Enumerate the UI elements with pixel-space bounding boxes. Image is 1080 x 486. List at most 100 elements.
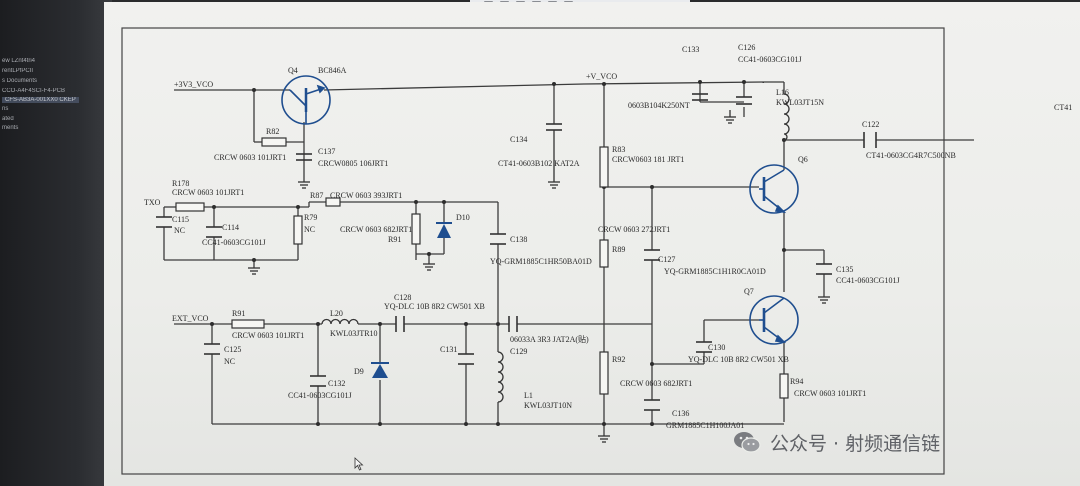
part-c128: YQ-DLC 10B 8R2 CW501 XB xyxy=(384,302,485,311)
part-r178: CRCW 0603 101JRT1 xyxy=(172,188,244,197)
part-r94: CRCW 0603 101JRT1 xyxy=(794,389,866,398)
part-c134: CT41-0603B102 KAT2A xyxy=(498,159,580,168)
part-c136: GRM1885C1H100JA01 xyxy=(666,421,744,430)
ref-c134: C134 xyxy=(510,135,527,144)
ref-c129: C129 xyxy=(510,347,527,356)
ref-c130: C130 xyxy=(708,343,725,352)
capacitor-c127[interactable] xyxy=(644,249,660,261)
watermark-text: 公众号 · 射频通信链 xyxy=(770,432,941,455)
part-c137: CRCW0805 106JRT1 xyxy=(318,159,388,168)
part-c129: 06033A 3R3 JAT2A(贴) xyxy=(510,334,589,344)
capacitor-c131[interactable] xyxy=(458,353,474,365)
part-c130: YQ-DLC 10B 8R2 CW501 XB xyxy=(688,355,789,364)
part-l1: KWL03JT10N xyxy=(524,401,572,410)
part-r91b: CRCW 0603 101JRT1 xyxy=(232,331,304,340)
capacitor-c134[interactable] xyxy=(546,123,562,131)
diode-d9[interactable] xyxy=(371,362,389,378)
resistor-r178[interactable] xyxy=(175,202,205,212)
panel-item[interactable]: ew LZnt4tri4 xyxy=(2,58,36,64)
panel-item[interactable]: ated xyxy=(2,116,14,122)
transistor-q6[interactable] xyxy=(749,164,799,214)
capacitor-c115[interactable] xyxy=(156,216,172,228)
resistor-r92[interactable] xyxy=(599,351,609,395)
capacitor-c136[interactable] xyxy=(644,399,660,411)
net-label-ext-vco: EXT_VCO xyxy=(172,314,209,323)
schematic-canvas[interactable]: +3V3_VCO +V_VCO TXO EXT_VCO Q4 BC846A R8… xyxy=(104,2,1080,486)
sheet-border xyxy=(121,27,945,475)
part-c138: YQ-GRM1885C1HR50BA01D xyxy=(490,257,592,266)
diode-d10[interactable] xyxy=(436,222,452,238)
part-r83: CRCW0603 181 JRT1 xyxy=(612,155,684,164)
ref-c122: C122 xyxy=(862,120,879,129)
capacitor-c133[interactable] xyxy=(692,93,708,101)
resistor-r82[interactable] xyxy=(261,137,287,147)
panel-item[interactable]: ns xyxy=(2,106,9,112)
net-label-v-vco: +V_VCO xyxy=(586,72,617,81)
junctions xyxy=(210,80,786,426)
part-c135: CC41-0603CG101J xyxy=(836,276,900,285)
ref-d10: D10 xyxy=(456,213,470,222)
resistor-r79[interactable] xyxy=(293,215,303,245)
capacitor-c129[interactable] xyxy=(508,316,518,332)
capacitor-c138[interactable] xyxy=(490,233,506,245)
capacitor-c114[interactable] xyxy=(206,226,222,238)
ref-c132: C132 xyxy=(328,379,345,388)
ref-r178: R178 xyxy=(172,179,189,188)
inductor-l20[interactable] xyxy=(321,318,359,325)
capacitor-c126[interactable] xyxy=(736,96,752,105)
ref-c131: C131 xyxy=(440,345,457,354)
ref-q4: Q4 xyxy=(288,66,298,75)
panel-item[interactable]: CCO-A4F4SCI-F4-PCB xyxy=(2,88,66,94)
capacitor-c122[interactable] xyxy=(863,132,877,148)
inductor-l1[interactable] xyxy=(497,351,504,403)
part-r92: CRCW 0603 682JRT1 xyxy=(620,379,692,388)
part-r82: CRCW 0603 101JRT1 xyxy=(214,153,286,162)
capacitor-c128[interactable] xyxy=(395,316,405,332)
ref-r87: R87 xyxy=(310,191,323,200)
ref-c125: C125 xyxy=(224,345,241,354)
resistor-r94[interactable] xyxy=(779,373,789,399)
resistor-r83[interactable] xyxy=(599,146,609,188)
ct41-label: CT41 xyxy=(1054,103,1072,112)
ref-r89: R89 xyxy=(612,245,625,254)
part-r79: NC xyxy=(304,225,315,234)
resistor-r87[interactable] xyxy=(325,197,341,207)
ref-r83: R83 xyxy=(612,145,625,154)
transistor-q7[interactable] xyxy=(749,295,799,345)
capacitor-c125[interactable] xyxy=(204,343,220,355)
watermark: 公众号 · 射频通信链 xyxy=(732,425,940,459)
ref-q6: Q6 xyxy=(798,155,808,164)
inductor-l16[interactable] xyxy=(783,93,790,141)
schematic-sheet[interactable]: +3V3_VCO +V_VCO TXO EXT_VCO Q4 BC846A R8… xyxy=(104,2,1080,486)
resistor-r91a[interactable] xyxy=(411,213,421,245)
panel-item[interactable]: rentLPfPCII xyxy=(2,68,34,74)
ref-r94: R94 xyxy=(790,377,803,386)
ref-c137: C137 xyxy=(318,147,335,156)
capacitor-c135[interactable] xyxy=(816,263,832,275)
ref-l20: L20 xyxy=(330,309,343,318)
ground-symbols xyxy=(248,110,830,443)
part-c125: NC xyxy=(224,357,235,366)
ref-c138: C138 xyxy=(510,235,527,244)
ref-c115: C115 xyxy=(172,215,189,224)
resistor-r89[interactable] xyxy=(599,239,609,268)
panel-item[interactable]: ments xyxy=(2,125,19,131)
resistor-r91b[interactable] xyxy=(231,319,265,329)
ref-c114: C114 xyxy=(222,223,239,232)
capacitor-c132[interactable] xyxy=(310,375,326,387)
ref-q7: Q7 xyxy=(744,287,754,296)
wechat-logo-icon xyxy=(732,427,762,457)
capacitor-c137[interactable] xyxy=(296,153,312,161)
net-label-txo: TXO xyxy=(144,198,161,207)
ref-c133: C133 xyxy=(682,45,699,54)
ref-r82: R82 xyxy=(266,127,279,136)
capacitor-c130[interactable] xyxy=(696,341,712,353)
part-c126: CC41-0603CG101J xyxy=(738,55,802,64)
mouse-cursor-icon xyxy=(354,457,364,471)
ref-r79: R79 xyxy=(304,213,317,222)
panel-item[interactable]: CFS-AB3A-001XX0 CKEP xyxy=(2,97,79,103)
transistor-q4[interactable] xyxy=(281,75,331,125)
panel-item[interactable]: s Documents xyxy=(2,78,38,84)
part-r87: CRCW 0603 393JRT1 xyxy=(330,191,402,200)
